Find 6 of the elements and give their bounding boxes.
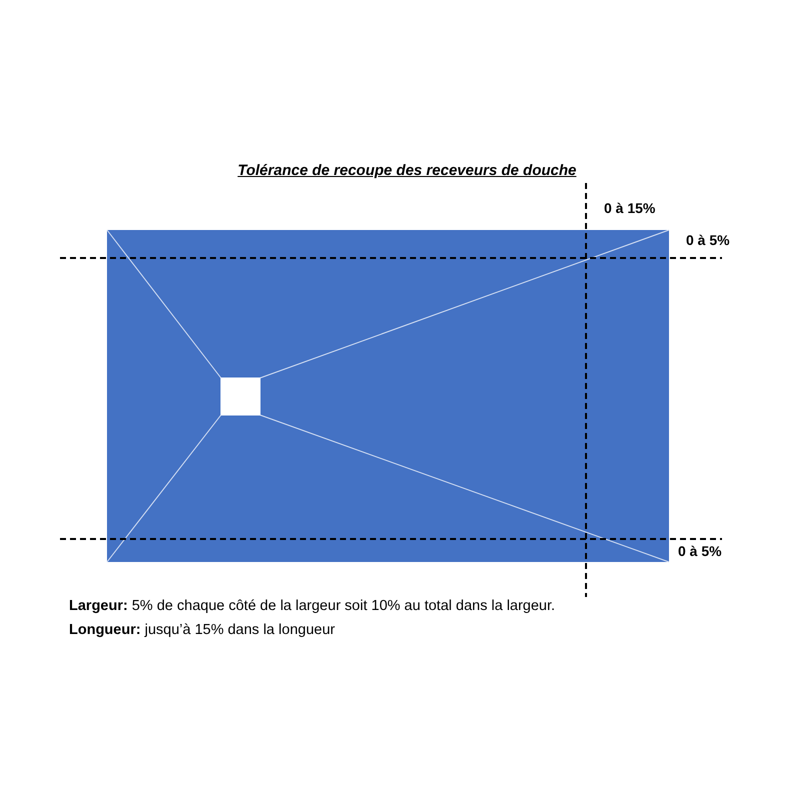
note-text: Longueur: jusqu’à 15% dans la longueur: [69, 622, 335, 638]
title: Tolérance de recoupe des receveurs de douche: [236, 162, 578, 179]
tolerance-label: 0 à 5%: [678, 543, 722, 559]
tolerance-label: 0 à 15%: [604, 200, 656, 216]
tolerance-label: 0 à 5%: [686, 232, 730, 248]
note-text: Largeur: 5% de chaque côté de la largeur soit 10% au total dans la largeur.: [69, 598, 556, 614]
